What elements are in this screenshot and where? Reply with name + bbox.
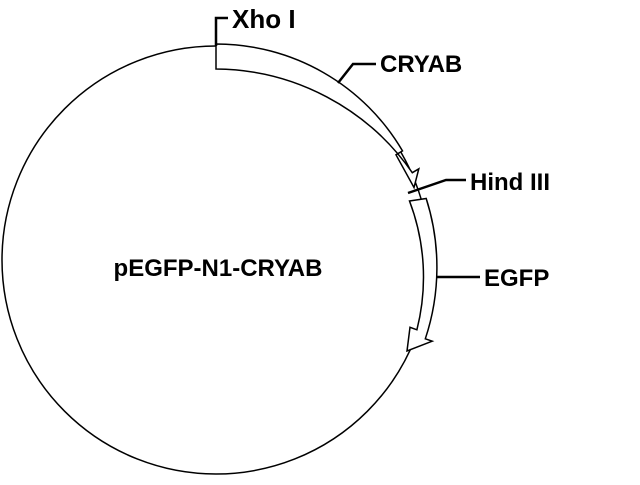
- egfp-label: EGFP: [484, 265, 549, 292]
- cryab-arrow: [215, 43, 420, 190]
- cryab-leader: [337, 62, 376, 84]
- plasmid-name: pEGFP-N1-CRYAB: [114, 255, 323, 282]
- xho-site-marker: [214, 16, 228, 46]
- egfp-arrow: [406, 197, 438, 353]
- cryab-label: CRYAB: [380, 51, 462, 78]
- hind-site-marker: [407, 178, 466, 195]
- xho-site-label: Xho I: [232, 4, 296, 34]
- hind-site-label: Hind III: [470, 169, 550, 196]
